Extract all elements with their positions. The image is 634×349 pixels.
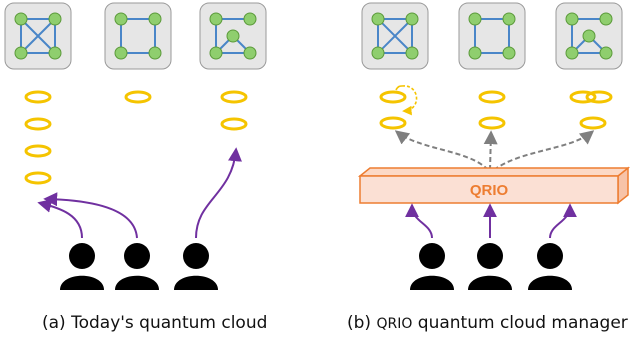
dispatch-arrow	[493, 130, 595, 171]
caption-qrio-name: QRIO	[376, 316, 413, 332]
job-token	[585, 90, 613, 104]
job-queue-device-2	[124, 90, 152, 104]
job-token	[478, 116, 506, 130]
user-1-icon	[410, 243, 454, 290]
caption-panel-a: (a) Today's quantum cloud	[42, 313, 268, 333]
job-token	[379, 90, 407, 104]
job-queue-device-2	[478, 90, 506, 130]
quantum-device-3-icon	[199, 2, 267, 70]
reschedule-loop-start	[395, 85, 403, 91]
submit-arrow	[43, 192, 138, 239]
user-submission-arrows	[405, 203, 577, 239]
quantum-device-3-icon	[555, 2, 623, 70]
panel-a	[4, 2, 267, 290]
job-token	[124, 90, 152, 104]
quantum-device-2-icon	[458, 2, 526, 70]
caption-prefix: (b)	[347, 313, 372, 333]
submit-arrow	[37, 198, 83, 239]
job-queue-device-3	[220, 90, 248, 131]
user-submission-arrows	[37, 147, 242, 239]
job-token	[579, 116, 607, 130]
panel-b: QRIO	[357, 2, 631, 290]
user-3-icon	[174, 243, 218, 290]
quantum-device-1-icon	[361, 2, 429, 70]
job-queue-device-3	[569, 90, 613, 130]
dispatch-arrows	[394, 130, 595, 171]
dispatch-arrow	[394, 130, 489, 171]
submit-arrow	[549, 203, 577, 239]
caption-panel-b: (b) QRIO quantum cloud manager	[347, 313, 628, 333]
job-token	[24, 117, 52, 131]
caption-suffix: quantum cloud manager	[417, 313, 628, 333]
job-token	[24, 171, 52, 185]
submit-arrow	[405, 203, 433, 239]
job-token	[24, 90, 52, 104]
job-token	[379, 116, 407, 130]
reschedule-loop-icon	[401, 85, 418, 116]
user-3-icon	[528, 243, 572, 290]
dispatch-arrow	[483, 130, 498, 171]
job-queue-device-1	[379, 90, 407, 130]
qrio-manager-box: QRIO	[357, 166, 631, 205]
quantum-device-1-icon	[4, 2, 72, 70]
job-token	[569, 90, 597, 104]
job-token	[220, 90, 248, 104]
quantum-device-2-icon	[104, 2, 172, 70]
qrio-manager-label: QRIO	[470, 182, 509, 199]
user-2-icon	[115, 243, 159, 290]
job-queue-device-1	[24, 90, 52, 185]
user-2-icon	[468, 243, 512, 290]
job-token	[478, 90, 506, 104]
job-token	[24, 144, 52, 158]
job-token	[220, 117, 248, 131]
user-1-icon	[60, 243, 104, 290]
submit-arrow	[195, 147, 242, 239]
